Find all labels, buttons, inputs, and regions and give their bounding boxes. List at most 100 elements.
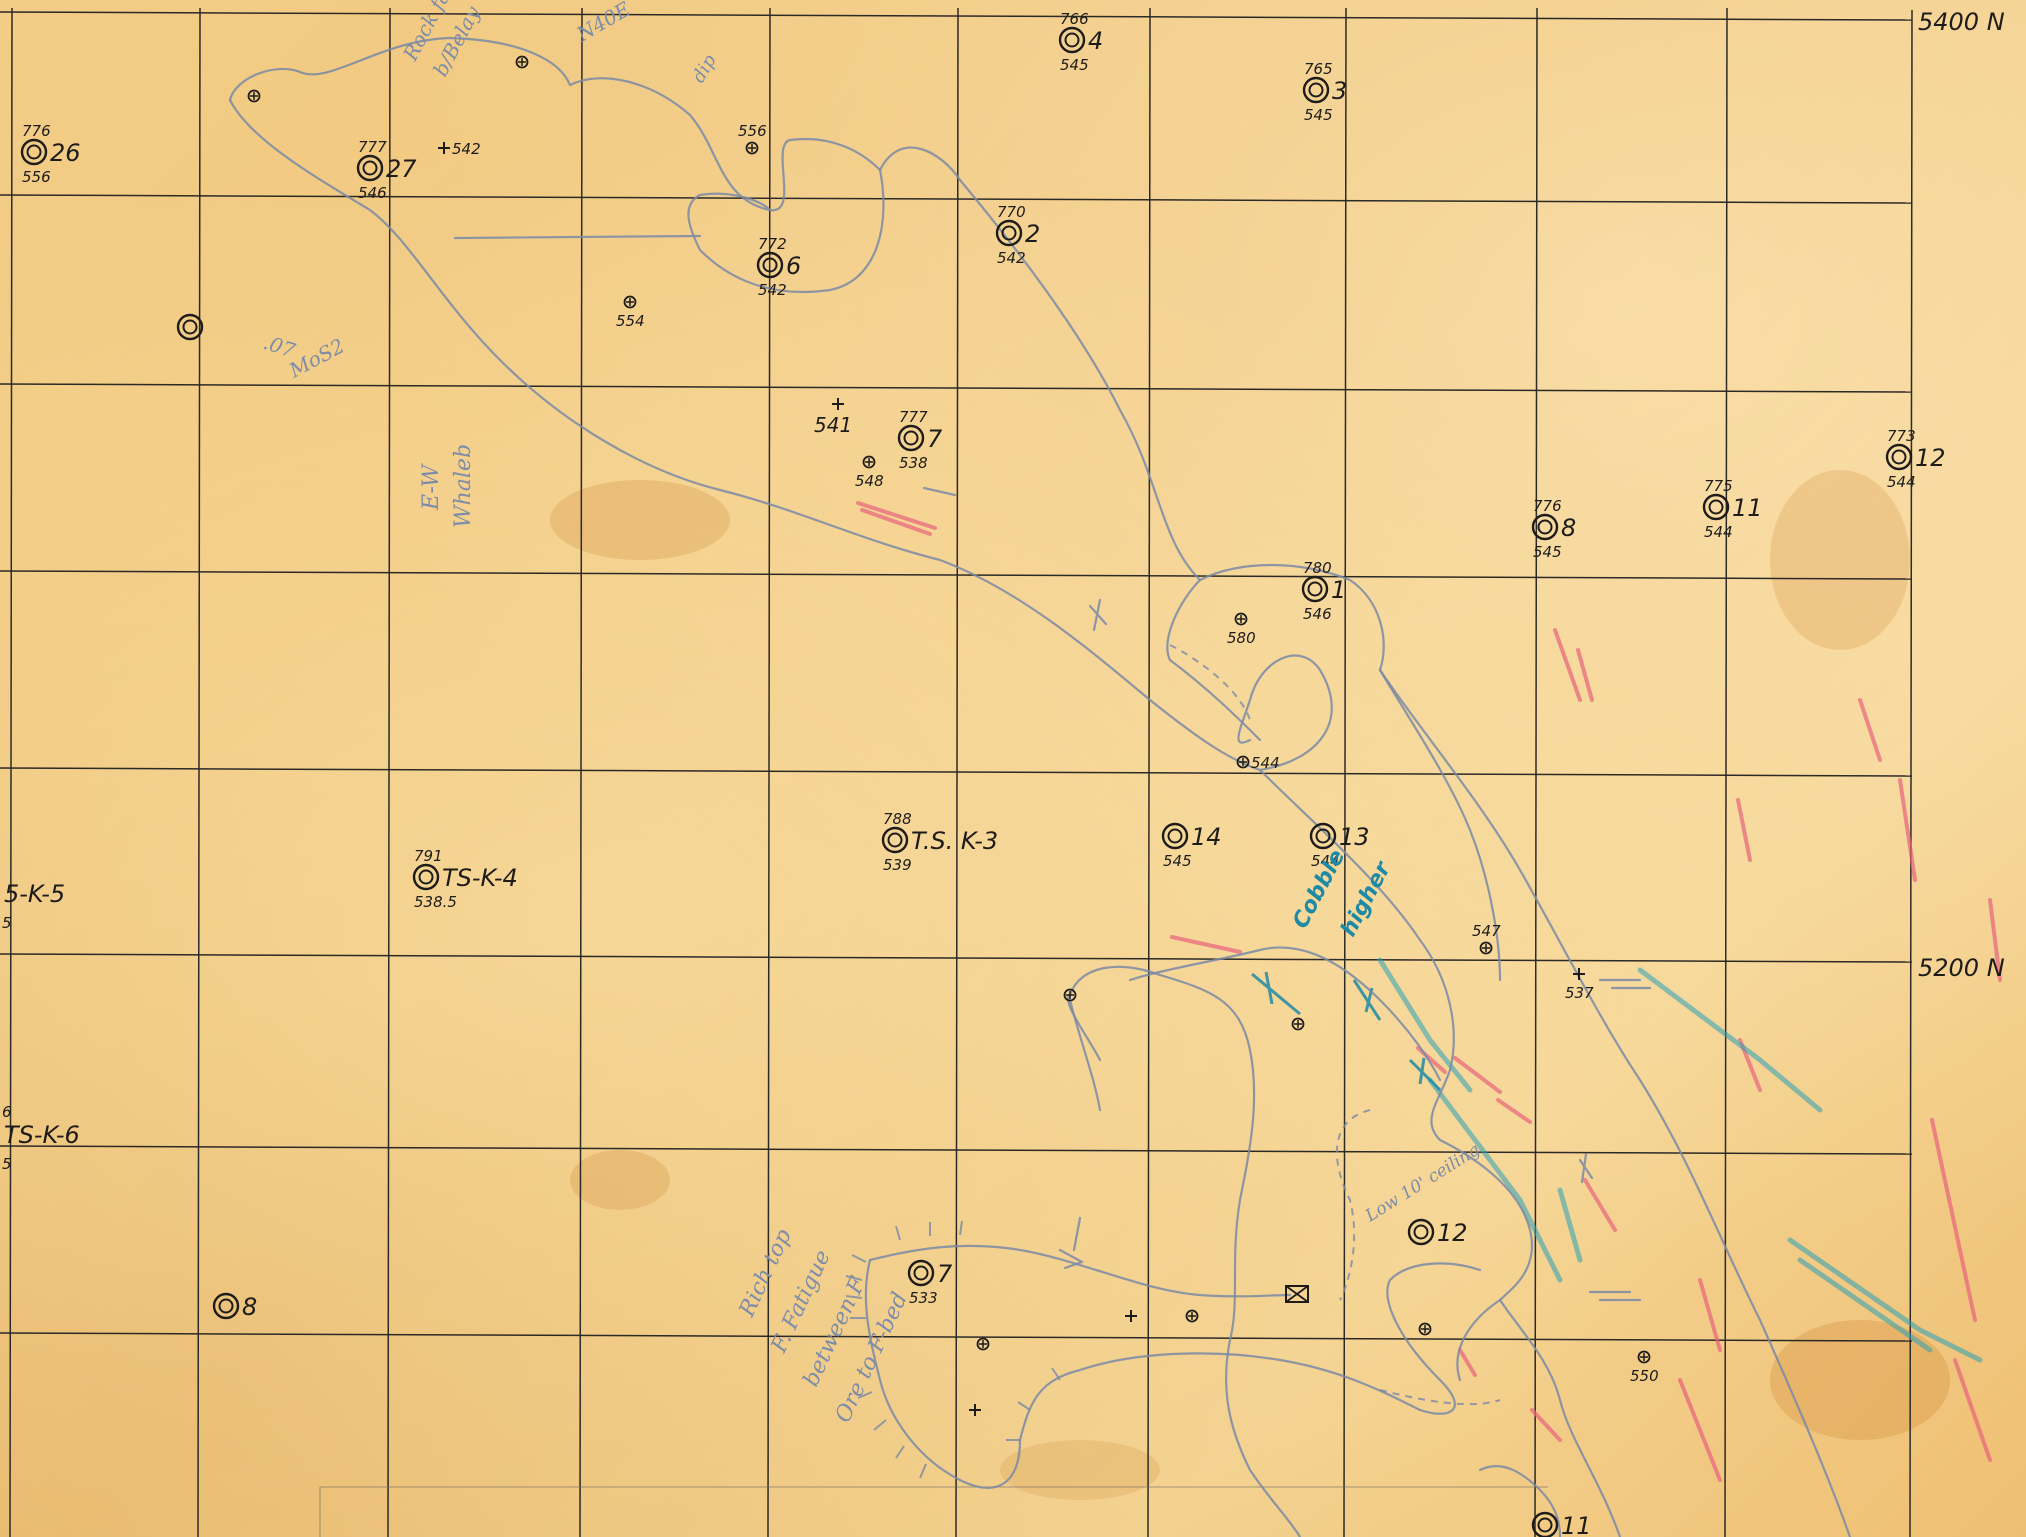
elevation-point[interactable]: 547 [1472,922,1501,955]
drill-hole-collar-elevation: 776 [22,122,51,140]
drill-hole-number: 26 [50,139,81,167]
pencil-contacts [228,36,1852,1537]
drill-hole-number: 8 [1561,514,1576,542]
pencil-annotation: Low 10' ceiling [1361,1140,1484,1227]
drill-hole-symbol-icon [20,138,48,166]
elevation-point[interactable]: 541 [814,398,852,437]
paper-stains [550,470,1950,1500]
drill-hole[interactable] [176,313,204,341]
elevation-point[interactable]: 550 [1630,1350,1659,1386]
elevation-point[interactable] [969,1404,981,1416]
elevation-point[interactable] [1418,1322,1432,1336]
northing-label: 5400 N [1918,8,2005,36]
drill-hole-bottom-elevation: 545 [1304,106,1333,124]
drill-hole-symbol-icon [1309,822,1337,850]
elevation-value: 580 [1227,629,1256,647]
plus-marker-icon [832,398,844,410]
circle-plus-marker-icon [1236,755,1250,769]
drill-hole-bottom-elevation: 538.5 [414,893,457,911]
drill-hole-symbol-icon [1301,575,1329,603]
drill-hole-symbol-icon [1531,513,1559,541]
elevation-point[interactable] [976,1337,990,1351]
drill-hole-symbol-icon [1702,493,1730,521]
elevation-point[interactable]: 544 [1236,754,1280,772]
edge-hole-upper: 6 [2,1103,12,1121]
elevation-value: 554 [616,312,645,330]
drill-hole-number: 2 [1025,220,1040,248]
drill-hole-bottom-elevation: 556 [22,168,51,186]
drill-hole-bottom-elevation: 544 [1704,523,1733,541]
drill-hole-number: 14 [1191,823,1222,851]
elevation-value: 544 [1251,754,1280,772]
circle-plus-marker-icon [623,295,637,309]
drill-hole[interactable]: 8 [212,1292,257,1321]
drill-hole[interactable]: 11 [1531,1511,1592,1537]
shaft-layer [1285,1285,1309,1303]
elevation-point[interactable] [247,89,261,103]
shaft-icon[interactable] [1285,1285,1309,1303]
drill-hole-number: 6 [786,252,801,280]
elevation-point[interactable] [1125,1310,1137,1322]
elevation-point[interactable] [515,55,529,69]
plus-marker-icon [1125,1310,1137,1322]
drill-hole-symbol-icon [212,1292,240,1320]
drill-hole-collar-elevation: 776 [1533,497,1562,515]
elevation-point[interactable]: 542 [438,140,481,158]
edge-hole-label: 6TS-K-65 [2,1103,80,1173]
elevation-point[interactable]: 548 [855,455,884,491]
circle-plus-marker-icon [976,1337,990,1351]
pencil-annotation: E-W [419,462,444,511]
circle-plus-marker-icon [1063,988,1077,1002]
drill-hole-number: 12 [1437,1219,1468,1247]
northing-label: 5200 N [1918,954,2005,982]
edge-hole-lower: 5 [2,914,12,932]
elevation-point[interactable] [1063,988,1077,1002]
elevation-point[interactable]: 580 [1227,612,1256,648]
drill-hole[interactable]: 12 [1407,1218,1468,1247]
drill-hole-collar-elevation: 766 [1060,10,1089,28]
drill-hole-number: 11 [1732,494,1763,522]
elevation-point[interactable]: 537 [1565,968,1594,1002]
drill-hole-collar-elevation: 777 [899,408,928,426]
elevation-point[interactable]: 556 [738,122,767,155]
drill-hole-collar-elevation: 765 [1304,60,1333,78]
circle-plus-marker-icon [1637,1350,1651,1364]
drill-hole-bottom-elevation: 546 [358,184,387,202]
edge-hole-name: 5-K-5 [4,880,65,908]
elevation-point[interactable]: 554 [616,295,645,331]
elevation-value: 550 [1630,1367,1659,1385]
drill-hole-symbol-icon [756,251,784,279]
elevation-point[interactable] [1185,1309,1199,1323]
elevation-point[interactable] [1291,1017,1305,1031]
plus-marker-icon [438,142,450,154]
edge-hole-name: TS-K-6 [4,1121,80,1149]
drill-hole-number: 12 [1915,444,1946,472]
drill-hole-symbol-icon [897,424,925,452]
drill-hole-collar-elevation: 773 [1887,427,1916,445]
drill-hole-symbol-icon [907,1259,935,1287]
circle-plus-marker-icon [247,89,261,103]
drill-hole-number: 11 [1561,1512,1592,1537]
drill-hole-collar-elevation: 775 [1704,477,1733,495]
drill-hole-collar-elevation: 788 [883,810,912,828]
drill-hole-symbol-icon [176,313,204,341]
